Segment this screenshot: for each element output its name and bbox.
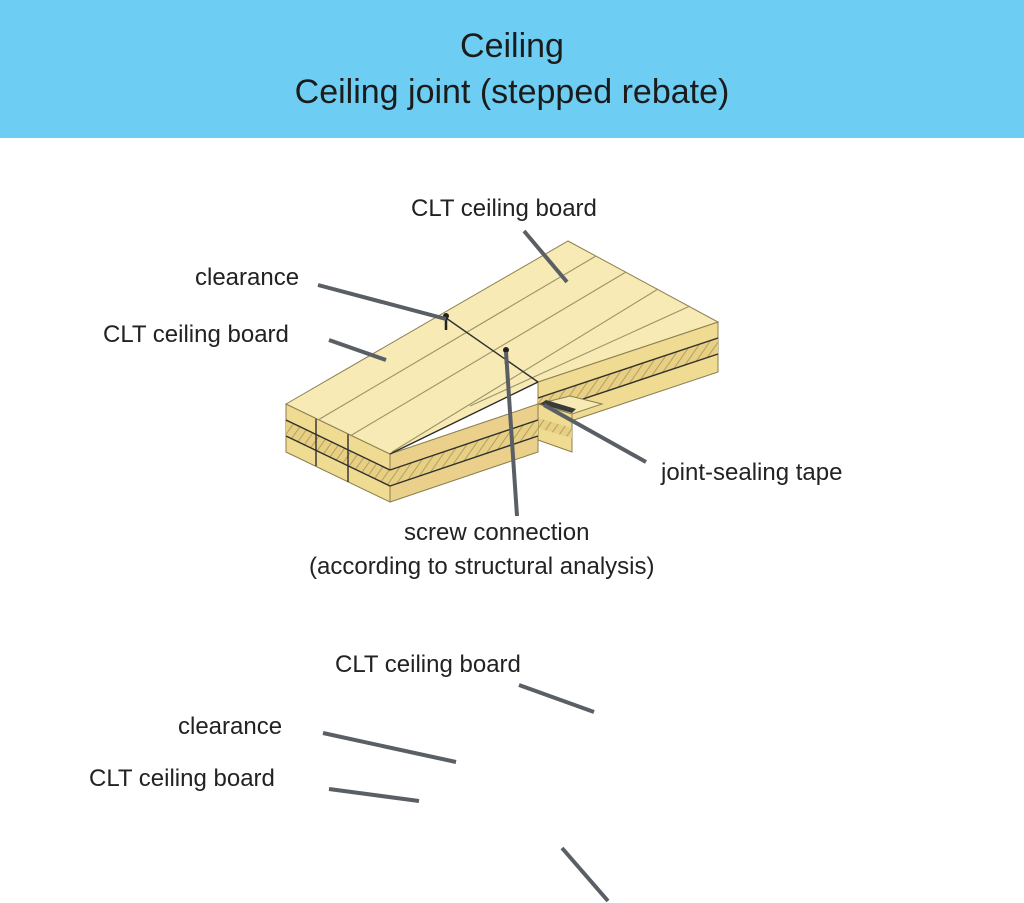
label-clt-ceiling-board-left-2: CLT ceiling board	[89, 765, 275, 792]
label-clearance-2: clearance	[178, 713, 282, 740]
page-title: Ceiling	[460, 27, 564, 65]
leader-clearance-2	[322, 731, 457, 764]
label-structural-analysis: (according to structural analysis)	[309, 553, 654, 580]
label-clt-ceiling-board-top: CLT ceiling board	[411, 195, 597, 222]
label-clearance: clearance	[195, 264, 299, 291]
header-banner: Ceiling Ceiling joint (stepped rebate)	[0, 0, 1024, 138]
left-board-layer-band-end	[390, 420, 538, 486]
page-subtitle: Ceiling joint (stepped rebate)	[294, 73, 730, 111]
leader-board-top-2	[518, 683, 595, 714]
right-board-layer-band	[538, 338, 718, 414]
label-screw-connection: screw connection	[404, 519, 589, 546]
label-clt-ceiling-board-top-2: CLT ceiling board	[335, 651, 521, 678]
leader-tape	[543, 403, 647, 464]
leader-screw	[504, 351, 519, 517]
leader-board-left	[328, 338, 387, 362]
clt-joint-illustration	[284, 240, 720, 503]
rebate-tongue-band	[538, 418, 572, 438]
joint-sealing-tape	[540, 400, 576, 413]
label-joint-sealing-tape: joint-sealing tape	[660, 459, 842, 486]
left-board-layer-band-front	[286, 420, 390, 486]
leader-screw-2	[560, 846, 610, 903]
slab-top-surface	[284, 240, 720, 455]
leader-board-top	[522, 229, 569, 284]
board-joint-line	[389, 381, 539, 455]
leader-board-left-2	[328, 787, 420, 803]
leader-clearance	[317, 283, 447, 321]
label-clt-ceiling-board-left: CLT ceiling board	[103, 321, 289, 348]
